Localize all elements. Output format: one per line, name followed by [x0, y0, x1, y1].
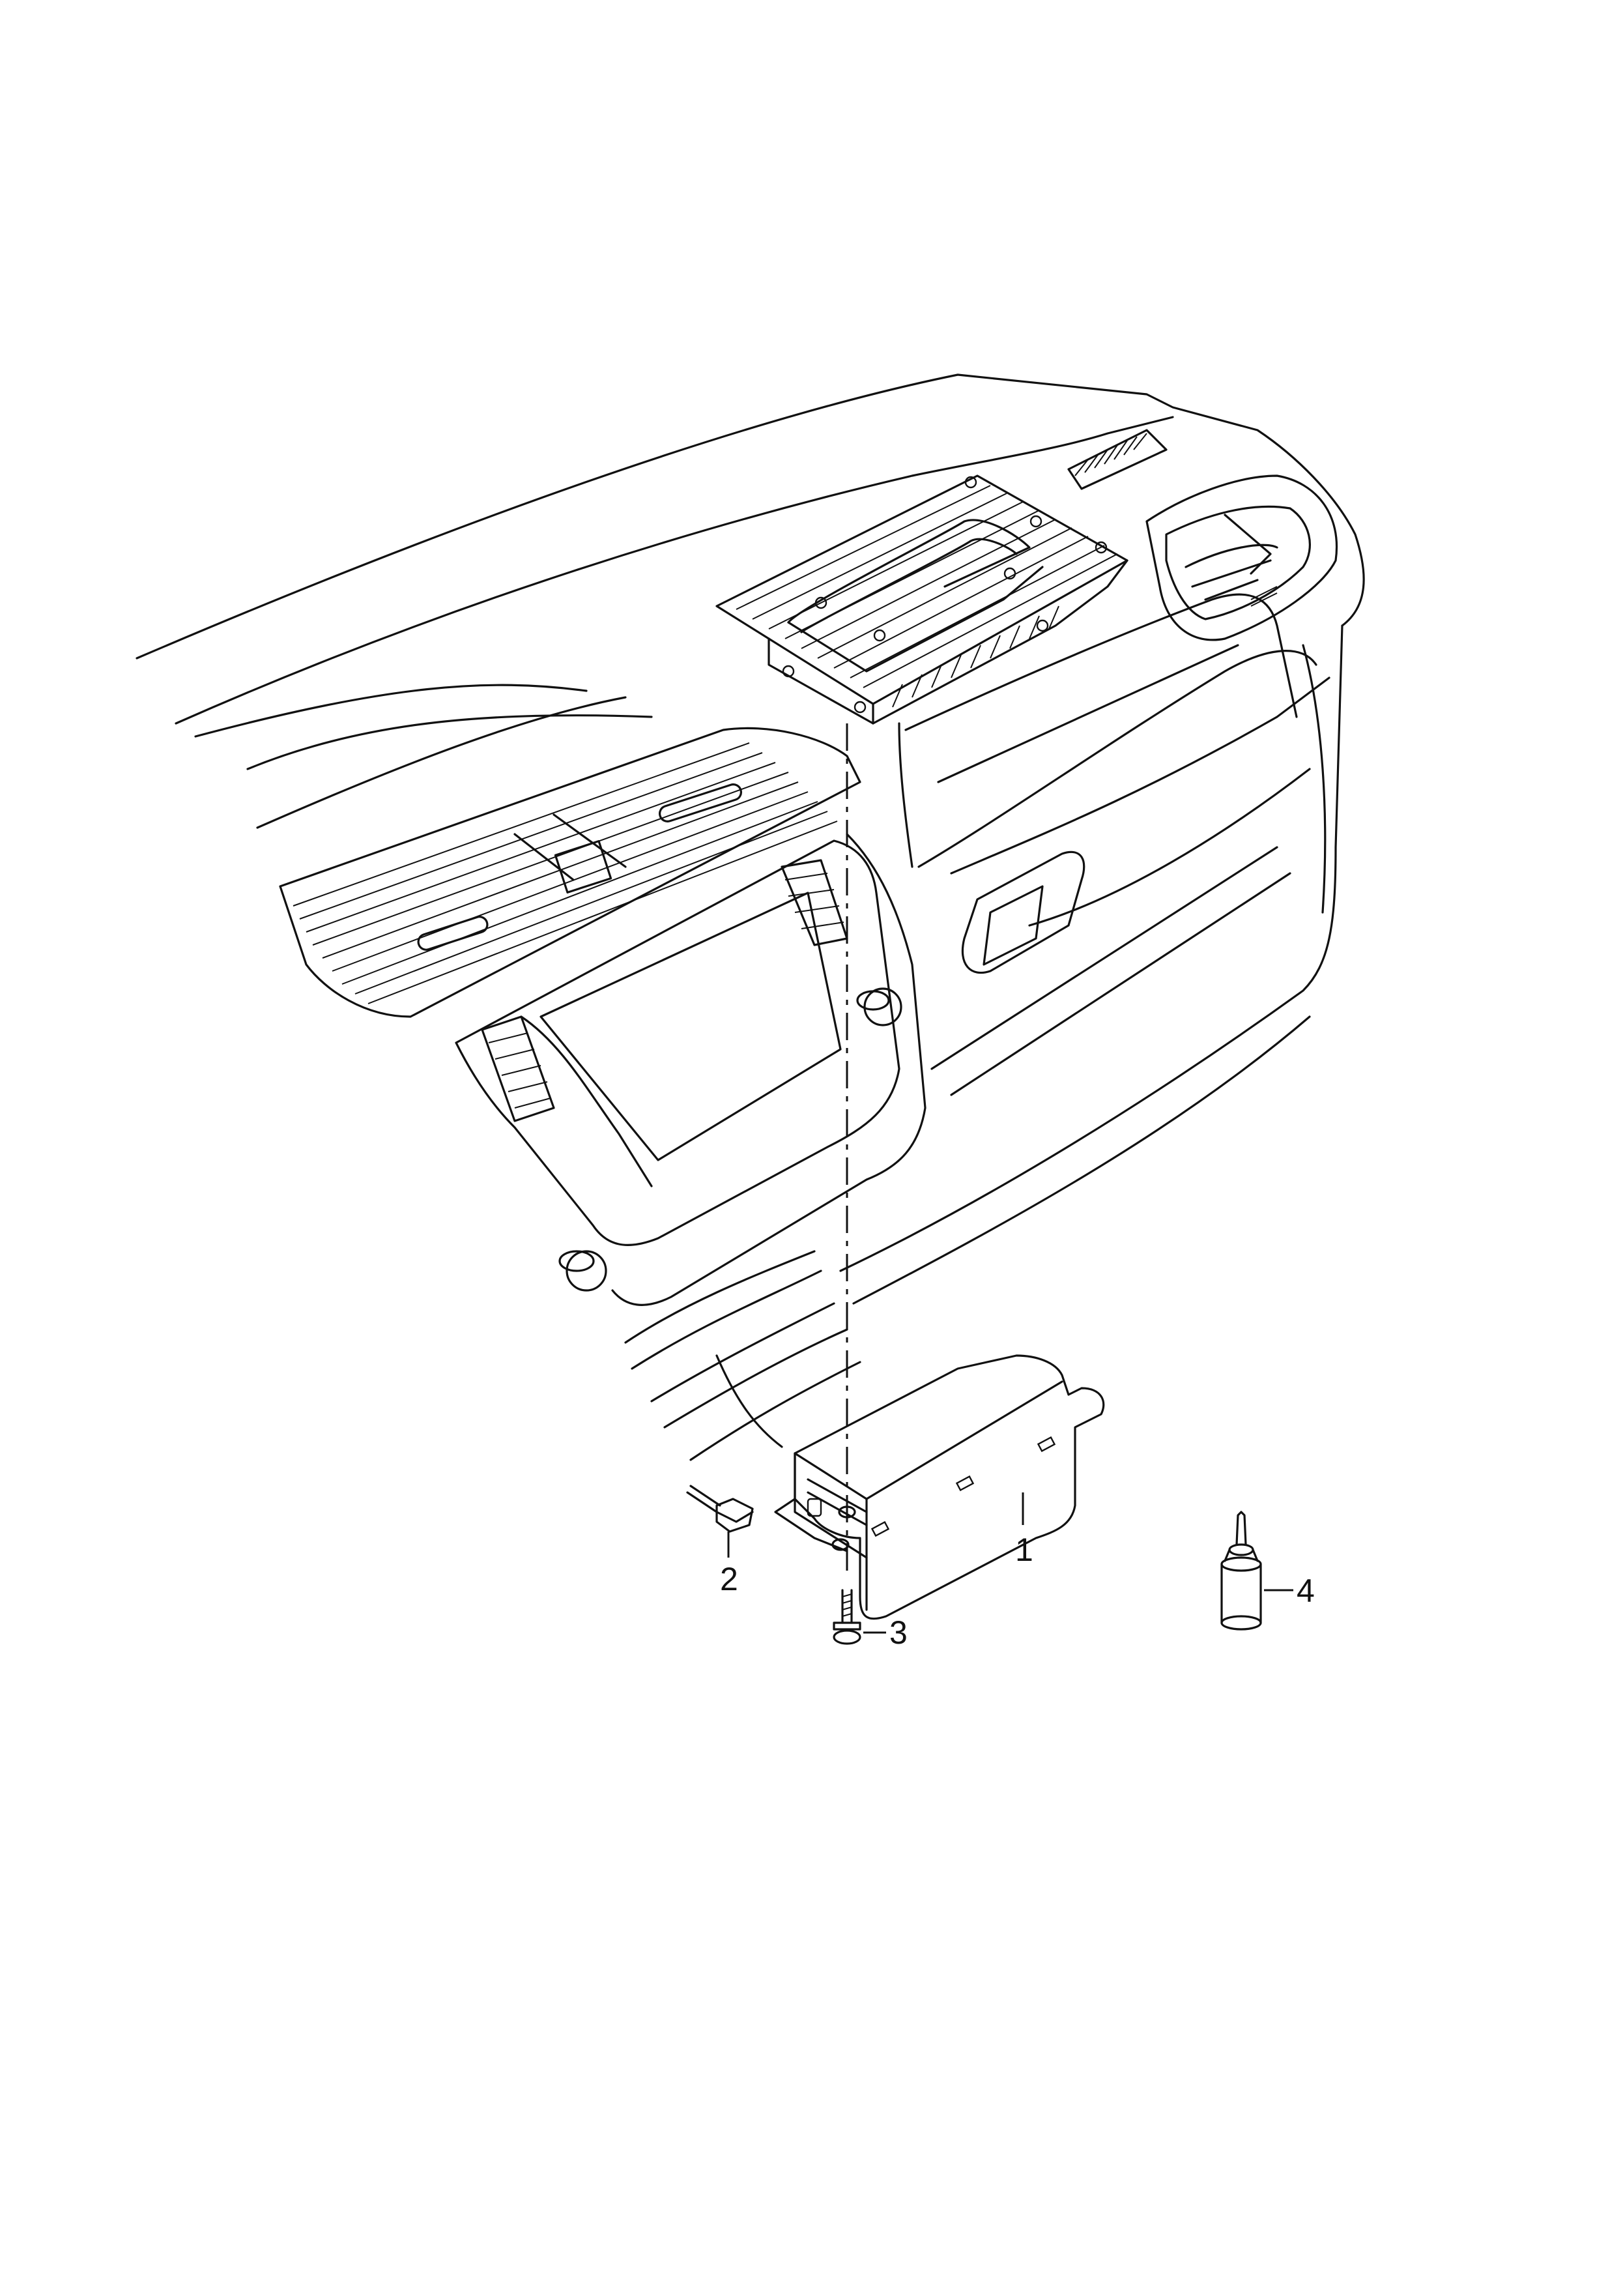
left-vent [279, 727, 861, 1018]
glovebox-handle [961, 850, 1085, 974]
right-vent [1145, 474, 1338, 641]
lubricant-bottle-part [1220, 1511, 1293, 1631]
screw-part [833, 1589, 886, 1645]
control-unit-part [774, 1354, 1105, 1620]
knob-right-icon [863, 987, 902, 1026]
center-display [455, 839, 902, 1292]
callout-2: 2 [720, 1561, 738, 1597]
callout-4: 4 [1297, 1573, 1315, 1609]
knob-left-icon [566, 1250, 607, 1292]
callout-1: 1 [1015, 1532, 1033, 1568]
connector-part [686, 1485, 754, 1558]
callout-3: 3 [889, 1614, 908, 1651]
top-module [715, 474, 1128, 725]
defrost-vent [1067, 429, 1168, 490]
dashboard-assembly [136, 373, 1365, 1461]
